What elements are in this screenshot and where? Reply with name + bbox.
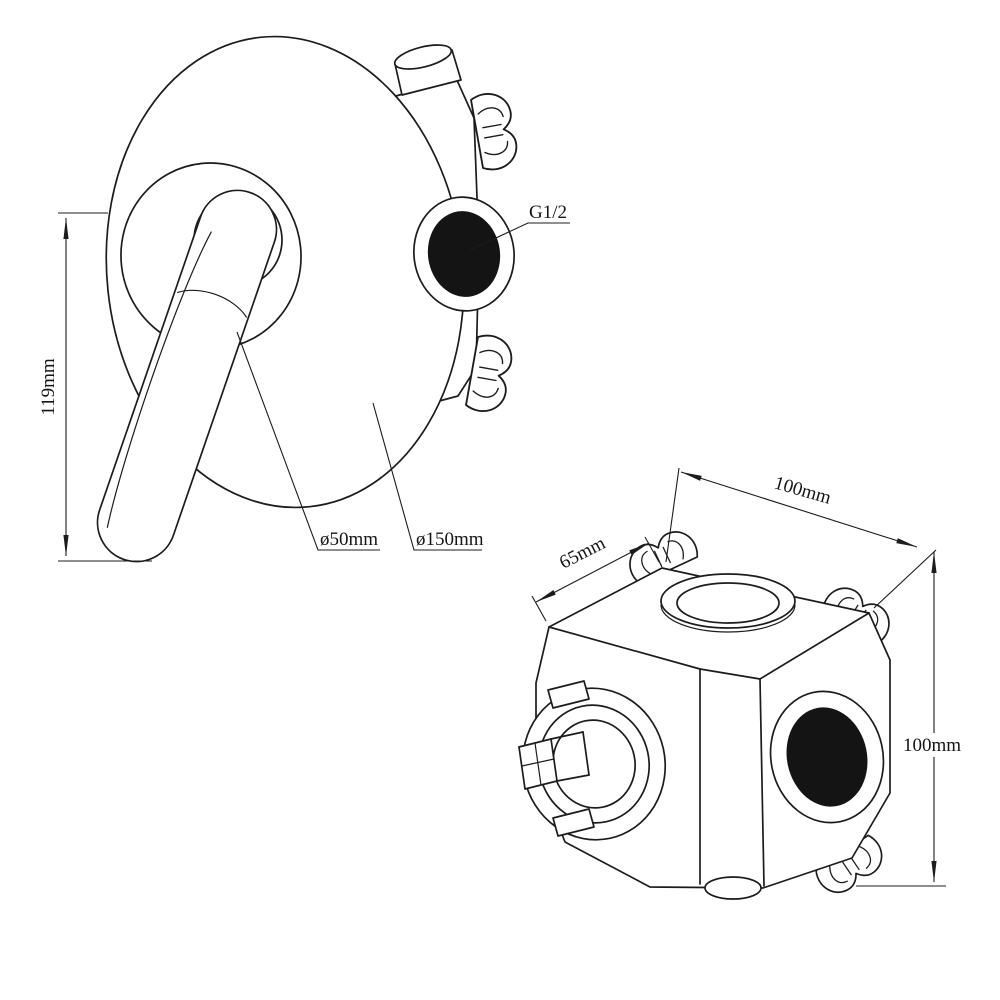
bottom-outlet-collar (704, 876, 762, 900)
lever-handle-body (96, 189, 278, 563)
valve-top-opening (393, 44, 453, 70)
front-view: 119mm ø50mm ø150mm G1/2 (38, 35, 570, 563)
front-port-bottom-clip (552, 808, 595, 837)
dim-100-top-line (680, 471, 918, 548)
top-opening-collar (660, 604, 796, 633)
lever-neck-crease (177, 289, 248, 318)
side-port-dark (427, 211, 501, 297)
dim-65-extension-lines (531, 536, 660, 622)
mounting-tab-icon (469, 89, 521, 173)
dim-depth-label: 65mm (556, 533, 609, 574)
dim-handle-dia-label: ø50mm (320, 529, 378, 550)
box-top-front-edges (548, 612, 870, 680)
lever-edge-line (106, 231, 212, 528)
dim-plate-dia-label: ø150mm (416, 529, 484, 550)
spindle-back-edge (582, 731, 590, 776)
right-port-dark (786, 707, 868, 807)
leader-plate-dia (372, 402, 482, 551)
leader-thread (469, 222, 570, 251)
spindle-cross-slot (521, 742, 555, 786)
top-opening-inner (676, 582, 780, 624)
thread-label: G1/2 (529, 202, 567, 223)
dim-119-label: 119mm (38, 358, 59, 416)
dim-height-label: 100mm (903, 735, 961, 756)
dim-119-extension-lines (58, 212, 152, 562)
lever-handle (96, 189, 278, 563)
leader-handle-dia (236, 331, 380, 551)
iso-view: 65mm 100mm 100mm (518, 467, 963, 902)
dim-100-top-extension-lines (665, 467, 937, 609)
box-chamfer-edge-right (759, 678, 765, 887)
dim-65-line (535, 542, 650, 603)
front-port-top-clip (547, 680, 590, 709)
dim-height-label-backing (901, 733, 963, 757)
